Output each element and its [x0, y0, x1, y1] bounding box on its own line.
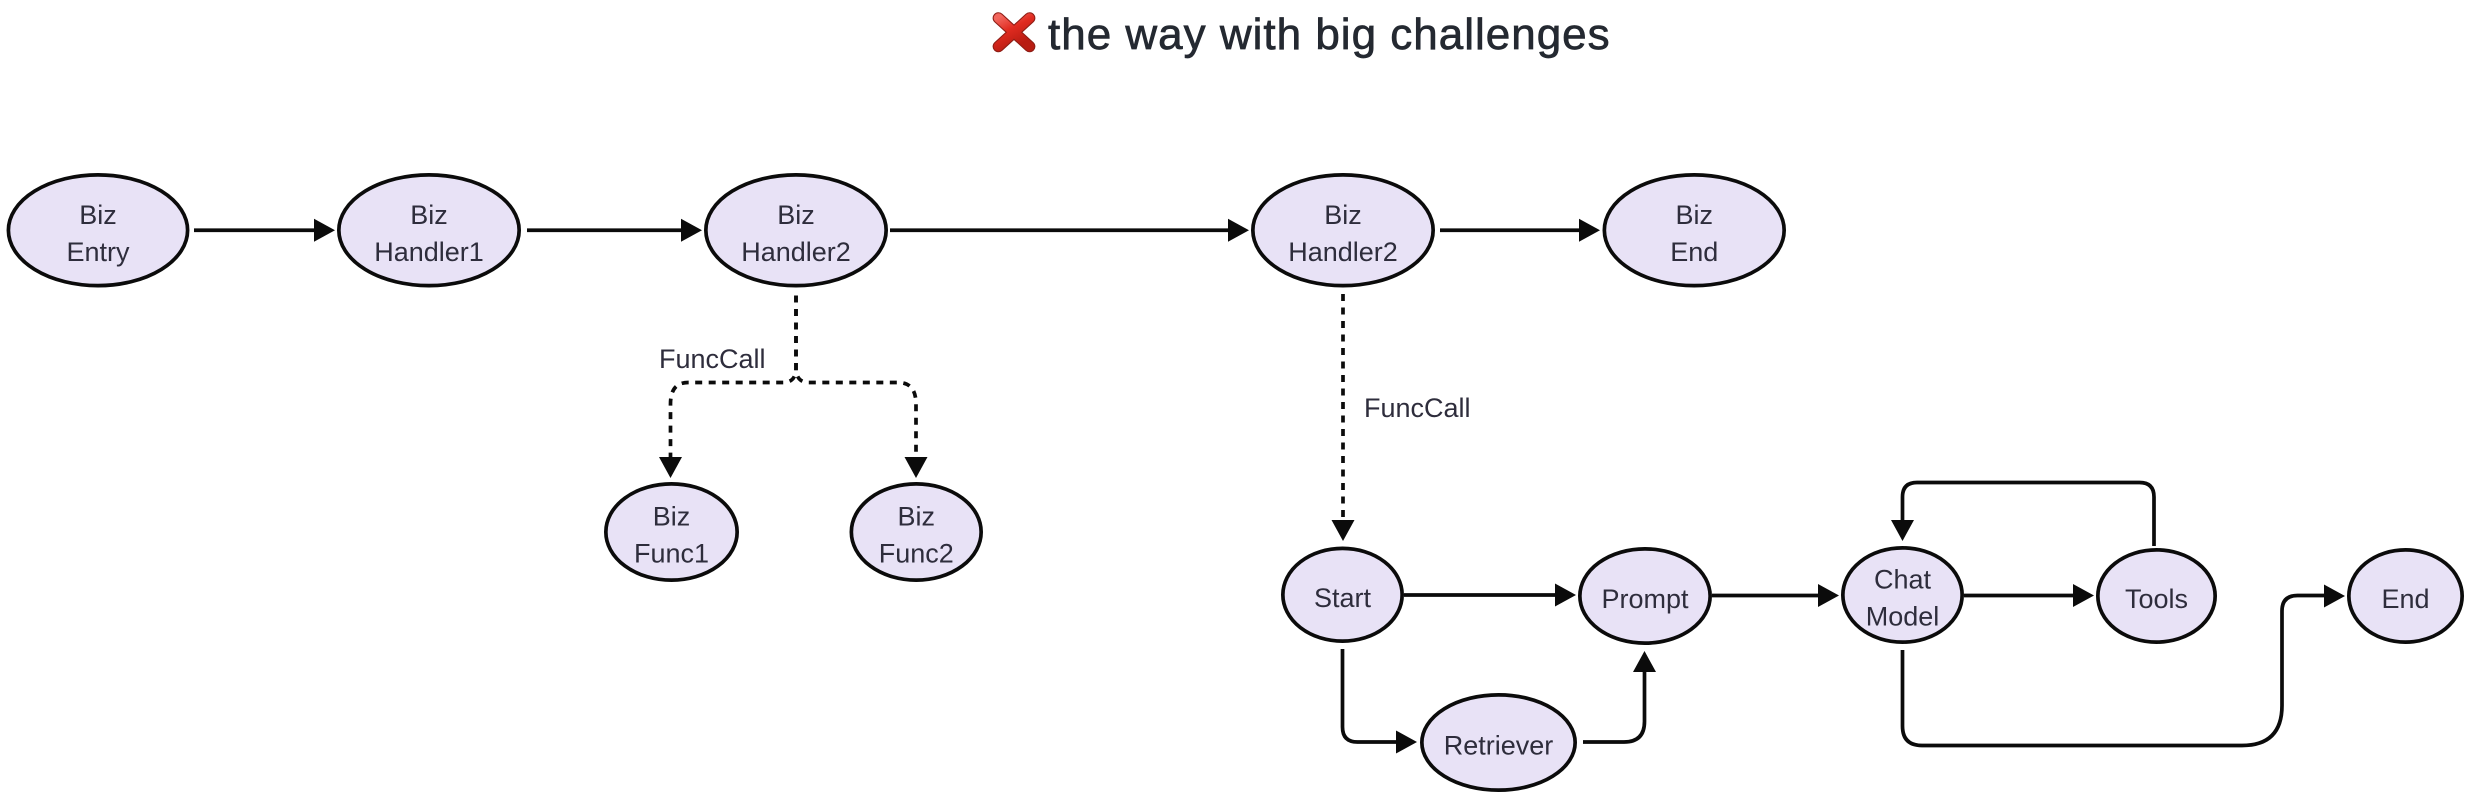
- svg-text:Biz: Biz: [1324, 200, 1362, 230]
- svg-text:Biz: Biz: [897, 502, 935, 532]
- svg-text:Model: Model: [1866, 602, 1940, 632]
- svg-text:Handler2: Handler2: [1288, 237, 1398, 267]
- svg-text:Biz: Biz: [653, 502, 691, 532]
- svg-text:the way with big challenges: the way with big challenges: [1048, 10, 1611, 59]
- svg-text:Biz: Biz: [1675, 200, 1713, 230]
- svg-text:Func2: Func2: [879, 539, 954, 569]
- svg-text:Biz: Biz: [79, 200, 117, 230]
- svg-text:Biz: Biz: [777, 200, 815, 230]
- svg-text:Chat: Chat: [1874, 565, 1932, 595]
- svg-text:Biz: Biz: [410, 200, 448, 230]
- svg-text:FuncCall: FuncCall: [659, 344, 766, 374]
- svg-text:Prompt: Prompt: [1601, 584, 1689, 614]
- svg-text:FuncCall: FuncCall: [1364, 393, 1471, 423]
- svg-text:End: End: [2381, 584, 2429, 614]
- svg-text:Entry: Entry: [66, 237, 130, 267]
- svg-text:Func1: Func1: [634, 539, 709, 569]
- svg-text:Handler1: Handler1: [374, 237, 484, 267]
- svg-text:Start: Start: [1314, 583, 1372, 613]
- svg-text:End: End: [1670, 237, 1718, 267]
- svg-text:Tools: Tools: [2125, 584, 2188, 614]
- svg-text:Handler2: Handler2: [741, 237, 851, 267]
- svg-text:Retriever: Retriever: [1444, 731, 1554, 761]
